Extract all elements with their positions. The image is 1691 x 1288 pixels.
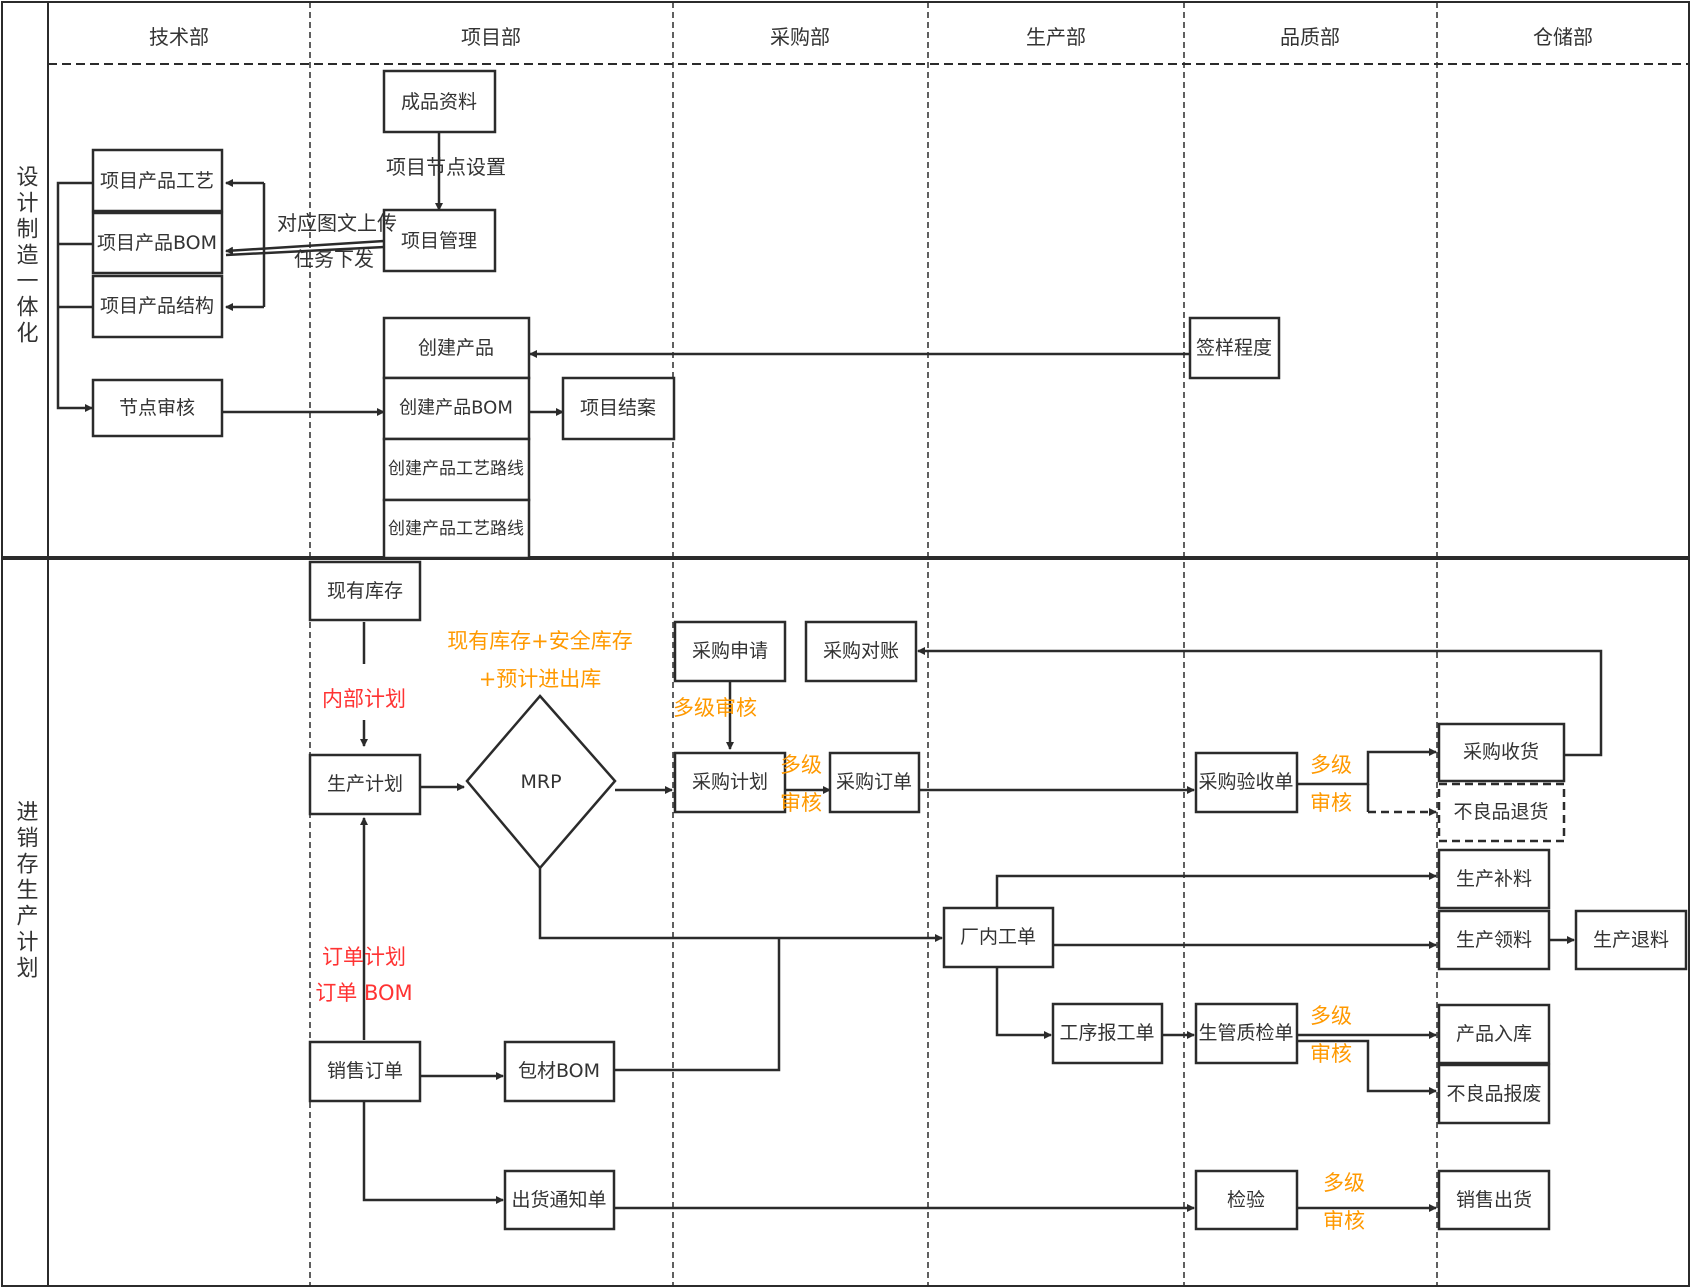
node-chuangjian-luxian-1: 创建产品工艺路线	[388, 459, 524, 479]
edge-label-neibu-jihua: 内部计划	[322, 687, 406, 711]
node-xiangmu-jiegou: 项目产品结构	[100, 295, 214, 317]
edge-label-mrp-formula-1: 现有库存+安全库存	[447, 629, 633, 653]
node-box	[1194, 1002, 1299, 1065]
node-xiaoshou-chuhuo: 销售出货	[1456, 1189, 1532, 1211]
column-header-purchase: 采购部	[770, 25, 830, 49]
node-buliangpin-tuihuo: 不良品退货	[1453, 801, 1548, 823]
node-caigou-jihua: 采购计划	[692, 771, 768, 793]
node-box	[673, 620, 787, 683]
edge-label-duoji: 多级	[1310, 1004, 1352, 1028]
node-box	[1437, 848, 1551, 910]
node-jiedian-shenhe: 节点审核	[119, 397, 195, 419]
node-changnei-gongdan: 厂内工单	[960, 926, 1036, 948]
node-box	[1437, 1003, 1551, 1065]
node-box	[1188, 316, 1281, 380]
edge-label-duoji: 多级	[1323, 1171, 1365, 1195]
node-box	[1437, 1063, 1551, 1125]
edge-label-dingdan-bom: 订单 BOM	[315, 981, 412, 1005]
node-box	[1194, 751, 1299, 814]
node-box	[1437, 1169, 1551, 1231]
node-qianyang-chengdu: 签样程度	[1196, 337, 1272, 359]
node-mrp: MRP	[520, 771, 561, 793]
node-chuangjian-luxian-2: 创建产品工艺路线	[388, 519, 524, 539]
node-jianyan: 检验	[1227, 1189, 1265, 1211]
node-box	[382, 498, 531, 560]
node-box	[91, 148, 224, 213]
node-box	[382, 208, 497, 273]
node-box	[503, 1040, 616, 1103]
node-xiaoshou-dingdan: 销售订单	[327, 1060, 403, 1082]
column-header-warehouse: 仓储部	[1533, 25, 1593, 49]
node-box	[382, 69, 497, 134]
node-box	[1437, 909, 1551, 971]
node-box	[828, 751, 921, 814]
node-xiangmu-bom: 项目产品BOM	[97, 232, 217, 254]
node-box	[91, 274, 224, 339]
node-caigou-shouhuo: 采购收货	[1463, 741, 1539, 763]
node-chengpin-ziliao: 成品资料	[401, 91, 477, 113]
edge-label-duoji-shenhe: 多级审核	[673, 696, 757, 720]
node-shengchan-lingliao: 生产领料	[1456, 929, 1532, 951]
column-header-tech: 技术部	[149, 25, 209, 49]
node-xiangmu-jiean: 项目结案	[580, 397, 656, 419]
node-gongxu-baogongdan: 工序报工单	[1059, 1022, 1154, 1044]
edge-label-dingdan-jihua: 订单计划	[322, 945, 406, 969]
node-box	[1051, 1002, 1164, 1065]
node-box	[673, 751, 787, 814]
node-box	[308, 560, 422, 622]
edge-label-shenhe: 审核	[1310, 1042, 1352, 1066]
node-shengchan-jihua: 生产计划	[327, 773, 403, 795]
node-box	[561, 376, 676, 441]
node-box	[1574, 909, 1688, 971]
node-shengchan-tuiliao: 生产退料	[1593, 929, 1669, 951]
node-caigou-shenqing: 采购申请	[692, 640, 768, 662]
edge-label-duoji: 多级	[1310, 753, 1352, 777]
node-box	[91, 378, 224, 438]
node-chuangjian-chanpin: 创建产品	[418, 337, 494, 359]
node-box	[308, 1040, 422, 1103]
node-box	[308, 753, 422, 816]
node-box	[382, 437, 531, 502]
lane-label-inventory: 进销存生产计划	[13, 800, 39, 982]
node-box	[503, 1169, 616, 1231]
node-box	[1194, 1169, 1299, 1231]
node-box	[91, 211, 224, 275]
node-box	[942, 906, 1055, 969]
node-buliangpin-baofei: 不良品报废	[1446, 1083, 1541, 1105]
lane-label-design: 设计制造一体化	[13, 165, 39, 347]
node-shengchan-buliao: 生产补料	[1456, 868, 1532, 890]
edge-label-duoji: 多级	[780, 753, 822, 777]
edge-label-tuwen-shangchuan: 对应图文上传	[277, 211, 397, 235]
node-box	[804, 620, 918, 683]
edge-label-shenhe: 审核	[1323, 1209, 1365, 1233]
column-header-quality: 品质部	[1280, 25, 1340, 49]
node-box	[1437, 782, 1566, 843]
node-xiangmu-guanli: 项目管理	[401, 230, 477, 252]
node-xianyou-kucun: 现有库存	[327, 580, 403, 602]
node-shengguan-zhijiandan: 生管质检单	[1198, 1022, 1293, 1044]
edge-label-shenhe: 审核	[1310, 791, 1352, 815]
node-chanpin-ruku: 产品入库	[1456, 1023, 1532, 1045]
column-header-production: 生产部	[1026, 25, 1086, 49]
node-diamond	[465, 694, 617, 870]
connectors	[56, 132, 1603, 1212]
node-box	[382, 376, 531, 441]
node-xiangmu-gongyi: 项目产品工艺	[100, 170, 214, 192]
node-chuhuo-tongzhidan: 出货通知单	[511, 1189, 606, 1211]
node-baocai-bom: 包材BOM	[518, 1060, 600, 1082]
column-header-project: 项目部	[461, 25, 521, 49]
node-chuangjian-bom: 创建产品BOM	[399, 398, 513, 419]
edge-label-mrp-formula-2: +预计进出库	[479, 667, 602, 691]
node-box	[382, 316, 531, 380]
node-box	[1437, 722, 1566, 783]
edge-label-shenhe: 审核	[780, 791, 822, 815]
edge-label-jiedian-shezhi: 项目节点设置	[386, 155, 506, 179]
node-caigou-duizhang: 采购对账	[823, 640, 899, 662]
node-caigou-yanshoudan: 采购验收单	[1198, 771, 1293, 793]
edge-label-renwu-xiafa: 任务下发	[294, 247, 374, 271]
node-caigou-dingdan: 采购订单	[836, 771, 912, 793]
